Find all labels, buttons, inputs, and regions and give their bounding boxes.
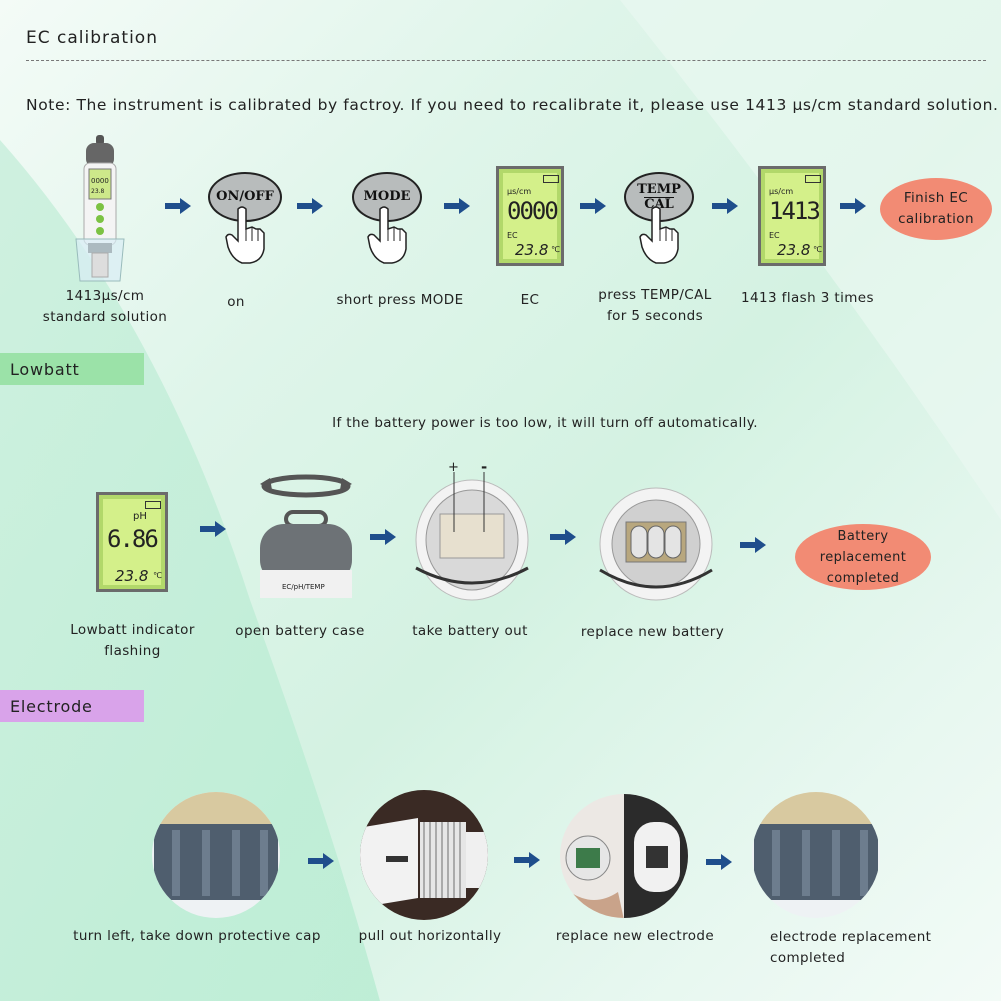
- electrode-done-caption: electrode replacement completed: [770, 929, 932, 966]
- arrow-right-icon: [370, 529, 396, 545]
- battery-replacement-completed: Battery replacement completed: [795, 524, 931, 590]
- pointing-hand-icon: [639, 206, 679, 264]
- lcd-value: 0000: [507, 197, 559, 225]
- lowbatt-indicator-caption: Lowbatt indicator flashing: [70, 622, 195, 659]
- cal-caption: press TEMP/CAL for 5 seconds: [598, 287, 712, 324]
- lcd-label: EC: [507, 231, 518, 240]
- arrow-right-icon: [840, 198, 866, 214]
- lcd-label: pH: [133, 511, 147, 522]
- cal-label: CAL: [644, 196, 674, 212]
- arrow-right-icon: [200, 521, 226, 537]
- svg-text:23.8: 23.8: [91, 188, 105, 195]
- lcd-temp: 23.8: [515, 241, 549, 259]
- arrow-right-icon: [580, 198, 606, 214]
- battery-icon: [543, 175, 559, 183]
- replace-battery-caption: replace new battery: [580, 624, 725, 640]
- mode-button: MODE: [352, 172, 422, 222]
- battery-icon: [805, 175, 821, 183]
- mode-caption: short press MODE: [336, 292, 464, 308]
- lcd-display-1413: μs/cm 1413 EC 23.8 ℃: [758, 166, 826, 266]
- minus-sign: -: [481, 458, 488, 476]
- arrow-right-icon: [706, 854, 732, 870]
- lcd-value: 6.86: [107, 525, 159, 553]
- flash-caption: 1413 flash 3 times: [741, 290, 874, 306]
- take-battery-caption: take battery out: [412, 623, 528, 639]
- ec-meter-illustration: 0000 23.8: [75, 135, 125, 282]
- replace-electrode-photo: [560, 794, 688, 918]
- lcd-unit: μs/cm: [507, 187, 532, 196]
- replace-electrode-caption: replace new electrode: [555, 928, 715, 944]
- ec-caption: EC: [520, 292, 540, 308]
- lcd-temp: 23.8: [777, 241, 811, 259]
- lcd-display-ec: μs/cm 0000 EC 23.8 ℃: [496, 166, 564, 266]
- arrow-right-icon: [444, 198, 470, 214]
- pull-out-electrode-photo: [360, 790, 488, 920]
- arrow-right-icon: [297, 198, 323, 214]
- arrow-right-icon: [712, 198, 738, 214]
- temp-label: TEMP: [637, 181, 681, 197]
- pointing-hand-icon: [225, 206, 265, 264]
- battery-compartment-filled: [599, 487, 713, 601]
- arrow-right-icon: [550, 529, 576, 545]
- lcd-value: 1413: [769, 197, 821, 225]
- electrode-completed-photo: [752, 792, 880, 918]
- lcd-unit: μs/cm: [769, 187, 794, 196]
- svg-text:0000: 0000: [91, 177, 109, 185]
- title-divider: [26, 60, 986, 61]
- page-title: EC calibration: [26, 28, 158, 48]
- pen-model-label: EC/pH/TEMP: [282, 583, 325, 591]
- rotate-arrow-icon: [260, 474, 352, 598]
- solution-caption: 1413μs/cm standard solution: [42, 288, 168, 325]
- pointing-hand-icon: [367, 206, 407, 264]
- arrow-right-icon: [308, 853, 334, 869]
- finish-ec-calibration: Finish EC calibration: [880, 178, 992, 240]
- lcd-temp-unit: ℃: [551, 245, 560, 254]
- lowbatt-info: If the battery power is too low, it will…: [332, 415, 758, 431]
- on-caption: on: [227, 294, 245, 310]
- electrode-section-tab: Electrode: [0, 690, 144, 722]
- calibration-note: Note: The instrument is calibrated by fa…: [26, 96, 999, 114]
- battery-compartment-empty: [415, 472, 529, 601]
- pull-caption: pull out horizontally: [358, 928, 502, 944]
- plus-sign: +: [448, 460, 459, 475]
- lowbatt-section-tab: Lowbatt: [0, 353, 144, 385]
- battery-icon: [145, 501, 161, 509]
- lcd-temp-unit: ℃: [153, 571, 162, 580]
- lcd-label: EC: [769, 231, 780, 240]
- cap-caption: turn left, take down protective cap: [73, 928, 321, 944]
- lcd-display-ph: pH 6.86 23.8 ℃: [96, 492, 168, 592]
- lcd-temp: 23.8: [115, 567, 149, 585]
- open-case-caption: open battery case: [235, 623, 365, 639]
- arrow-right-icon: [740, 537, 766, 553]
- arrow-right-icon: [514, 852, 540, 868]
- arrow-right-icon: [165, 198, 191, 214]
- protective-cap-photo: [152, 792, 280, 918]
- lcd-temp-unit: ℃: [813, 245, 822, 254]
